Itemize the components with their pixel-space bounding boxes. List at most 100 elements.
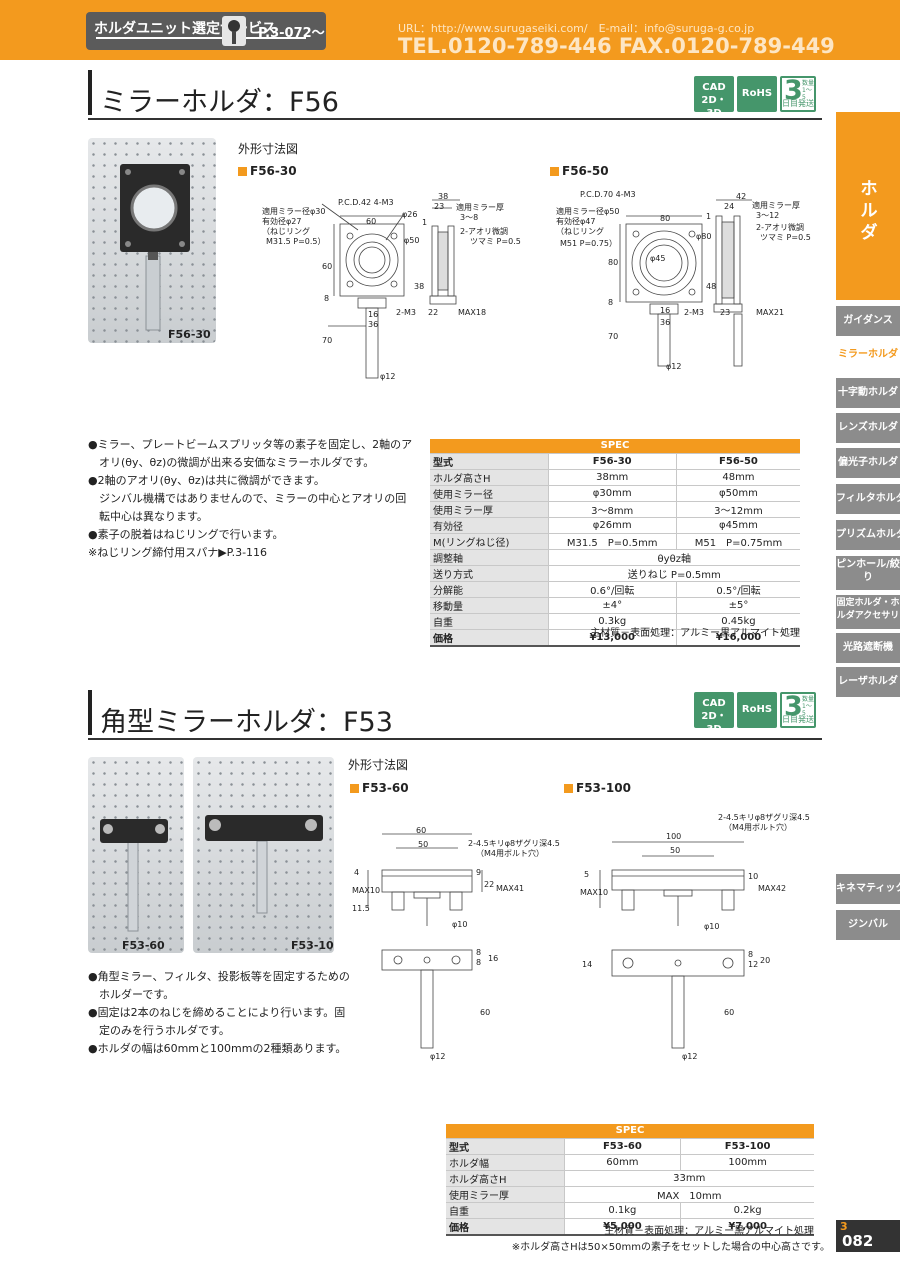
dim-label: 適用ミラー厚	[752, 201, 800, 210]
chapter-number: 3	[840, 1220, 848, 1233]
spanner-ref-link[interactable]: ※ねじリング締付用スパナ▶P.3-116	[88, 546, 268, 559]
spec-key: ホルダ高さH	[446, 1170, 565, 1187]
side-tab-prism-holder[interactable]: プリズムホルダ	[836, 520, 900, 550]
service-page-ref: P.3-072～	[258, 26, 325, 41]
dim-label: 有効径φ27	[262, 217, 302, 226]
dim-label: φ45	[650, 254, 666, 263]
spec-key: ホルダ高さH	[430, 469, 549, 486]
side-tab-pinhole[interactable]: ピンホール/絞り	[836, 556, 900, 590]
desc-line: 定のみを行うホルダです。	[99, 1024, 230, 1037]
dim-label: 100	[666, 832, 682, 841]
spec-key: 有効径	[430, 517, 549, 534]
dim-label: 適用ミラー厚	[456, 203, 504, 212]
dim-label: ツマミ P=0.5	[760, 233, 811, 242]
spec-model: F56-30	[548, 453, 677, 470]
dim-label: φ10	[704, 922, 720, 931]
material-note-f53: 主材質－表面処理：アルミー黒アルマイト処理	[604, 1226, 814, 1237]
dim-label: 70	[322, 336, 333, 345]
side-tab-mirror-holder[interactable]: ミラーホルダ	[836, 340, 900, 370]
ship-days-number: 3	[784, 691, 803, 722]
dim-label: 2-4.5キリφ8ザグリ深4.5	[718, 813, 810, 822]
dim-label: MAX21	[756, 308, 785, 317]
side-tab-fixed-holder[interactable]: 固定ホルダ・ホルダアクセサリ	[836, 595, 900, 629]
side-tab-filter-holder[interactable]: フィルタホルダ	[836, 484, 900, 514]
description-f53: ●角型ミラー、フィルタ、投影板等を固定するための ホルダーです。 ●固定は2本の…	[88, 968, 350, 1058]
desc-line: ●角型ミラー、フィルタ、投影板等を固定するための	[88, 970, 350, 983]
url-email-line[interactable]: URL：http://www.surugaseiki.com/ E-mail：i…	[398, 22, 755, 35]
product-photo-f56: F56-30	[88, 138, 216, 343]
spec-key: ホルダ幅	[446, 1154, 565, 1171]
dim-label: 60	[322, 262, 333, 271]
holder-thumbnail-icon	[222, 16, 246, 46]
ship-days-badge: 3 数量1～5 日目発送	[780, 75, 816, 112]
spec-key: 自重	[430, 613, 549, 630]
dim-label: 8	[476, 958, 482, 967]
dim-label: 22	[484, 880, 495, 889]
dim-label: P.C.D.42 4-M3	[338, 198, 394, 207]
side-tab-polarizer-holder[interactable]: 偏光子ホルダ	[836, 448, 900, 478]
dimension-drawing-f53-60: 60 50 2-4.5キリφ8ザグリ深4.5 （M4用ボルト穴） MAX10 4…	[352, 808, 572, 1066]
dim-label: φ50	[404, 236, 420, 245]
side-tab-cross-holder[interactable]: 十字動ホルダ	[836, 378, 900, 408]
side-tab-holder-label: ホルダ	[860, 179, 878, 243]
spec-model: F53-100	[680, 1138, 814, 1155]
spec-value: 0.45kg	[676, 613, 800, 630]
dim-label: 70	[608, 332, 619, 341]
spec-value: 60mm	[564, 1154, 682, 1171]
side-tab-gimbal[interactable]: ジンバル	[836, 910, 900, 940]
cad-2d3d-label: 2D・3D	[701, 711, 727, 735]
product-photo-f53-100: F53-100	[193, 757, 334, 953]
table-row: 価格¥13,000¥16,000	[430, 629, 800, 647]
page-number-box: 3 082	[836, 1220, 900, 1252]
spec-value: 0.6°/回転	[548, 581, 677, 598]
side-tab-shutter[interactable]: 光路遮断機	[836, 633, 900, 663]
dim-label: 60	[724, 1008, 735, 1017]
model-marker-icon	[564, 784, 573, 793]
dim-label: φ80	[696, 232, 712, 241]
spec-key: 自重	[446, 1202, 565, 1219]
desc-line: ●2軸のアオリ(θy、θz)は共に微調ができます。	[88, 474, 325, 487]
dim-label: MAX42	[758, 884, 787, 893]
spec-value: 0.1kg	[564, 1202, 682, 1219]
dim-label: 10	[748, 872, 759, 881]
ship-days-number: 3	[784, 75, 803, 106]
model-marker-icon	[350, 784, 359, 793]
side-tab-lens-holder[interactable]: レンズホルダ	[836, 413, 900, 443]
side-tab-holder[interactable]: ホルダ	[836, 112, 900, 300]
spec-key: 使用ミラー厚	[430, 501, 549, 518]
spec-model: F56-50	[676, 453, 800, 470]
holder-selection-service-button[interactable]: ホルダユニット選定サービス P.3-072～	[86, 12, 326, 50]
spec-value: 3～8mm	[548, 501, 677, 518]
title-accent-bar	[88, 690, 92, 735]
side-tab-guidance[interactable]: ガイダンス	[836, 306, 900, 336]
dimension-drawing-f53-100: 100 50 2-4.5キリφ8ザグリ深4.5 （M4用ボルト穴） MAX10 …	[578, 808, 810, 1066]
dim-label: 38	[438, 192, 449, 201]
spec-key: 調整軸	[430, 549, 549, 566]
dimension-drawing-f56-50: P.C.D.70 4-M3 適用ミラー径φ50 有効径φ47 （ねじリング M5…	[556, 186, 816, 386]
dim-label: 有効径φ47	[556, 217, 596, 226]
spec-key: 型式	[430, 453, 549, 470]
section-title-f56: ミラーホルダ：F56	[100, 87, 339, 118]
spec-key: 型式	[446, 1138, 565, 1155]
dim-label: 12	[748, 960, 759, 969]
spec-key: 分解能	[430, 581, 549, 598]
dim-label: 2-4.5キリφ8ザグリ深4.5	[468, 839, 560, 848]
dim-label: 8	[608, 298, 614, 307]
dim-label: 50	[418, 840, 429, 849]
cad-label: CAD	[702, 698, 726, 709]
cad-label: CAD	[702, 82, 726, 93]
spec-value: 38mm	[548, 469, 677, 486]
side-tab-laser-holder[interactable]: レーザホルダ	[836, 667, 900, 697]
drawing-label-f56-30: F56-30	[250, 164, 297, 178]
desc-line: ホルダーです。	[99, 988, 175, 1001]
side-tab-kinematic[interactable]: キネマティック	[836, 874, 900, 904]
dim-label: 適用ミラー径φ30	[262, 207, 326, 216]
dim-label: 適用ミラー径φ50	[556, 207, 620, 216]
cad-badge[interactable]: CAD 2D・3D	[694, 692, 734, 735]
